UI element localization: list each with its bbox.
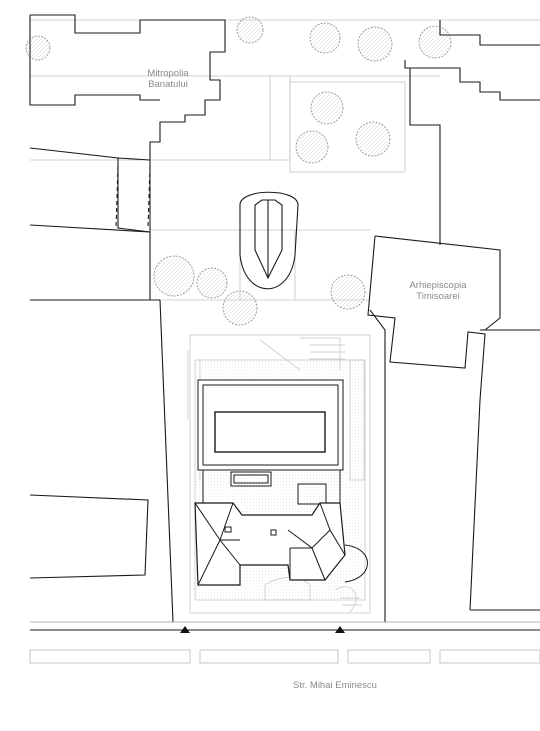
entrance-triangle-icon: [335, 626, 345, 633]
street-eminescu: [30, 621, 540, 631]
label-arhiepiscopia-line2: Timisoarei: [416, 291, 460, 302]
label-mitropolia-line1: Mitropolia: [147, 68, 189, 79]
tree-symbol-icon: [309, 22, 341, 54]
street-furniture: [29, 649, 540, 664]
tree-symbol-icon: [25, 35, 51, 61]
label-mitropolia-banatului: Mitropolia Banatului: [130, 68, 206, 90]
entrance-triangle-icon: [180, 626, 190, 633]
tree-symbol-icon: [295, 130, 329, 164]
entrance-markers: [180, 626, 345, 633]
tree-symbol-icon: [357, 26, 393, 62]
label-street-name: Str. Mihai Eminescu: [293, 680, 377, 691]
label-arhiepiscopia-line1: Arhiepiscopia: [409, 280, 467, 291]
tree-symbol-icon: [355, 121, 391, 157]
label-mitropolia-line2: Banatului: [148, 79, 188, 90]
tree-symbol-icon: [310, 91, 344, 125]
tree-symbol-icon: [153, 255, 195, 297]
label-arhiepiscopia-timisoarei: Arhiepiscopia Timisoarei: [398, 280, 478, 302]
trees: [25, 16, 452, 326]
tree-symbol-icon: [236, 16, 264, 44]
main-building: [194, 379, 368, 586]
tree-symbol-icon: [418, 25, 452, 59]
pedestrian-paths: [29, 19, 540, 301]
tree-symbol-icon: [330, 274, 366, 310]
tree-symbol-icon: [222, 290, 258, 326]
tree-symbol-icon: [196, 267, 228, 299]
neighbor-buildings: [29, 14, 540, 623]
